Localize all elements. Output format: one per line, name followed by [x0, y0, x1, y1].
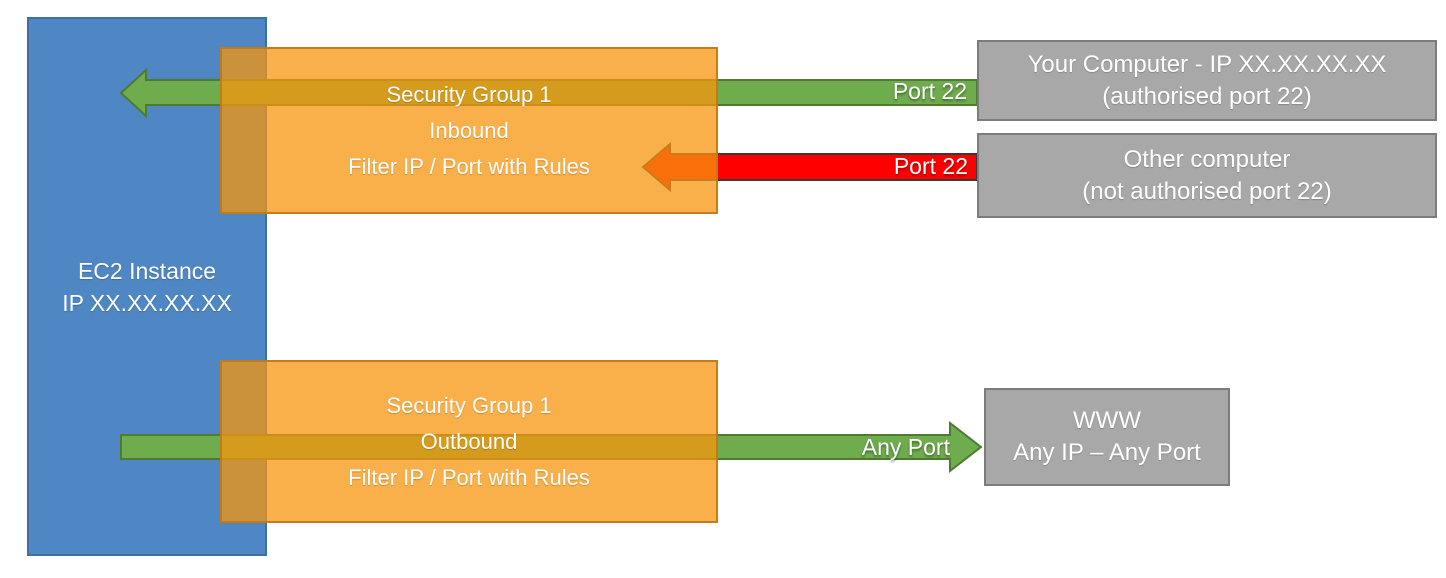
security-group-inbound-box: Security Group 1 Inbound Filter IP / Por… [220, 47, 718, 214]
sg-outbound-description: Filter IP / Port with Rules [348, 464, 590, 490]
security-group-outbound-box: Security Group 1 Outbound Filter IP / Po… [220, 360, 718, 523]
sg-inbound-description: Filter IP / Port with Rules [348, 153, 590, 179]
inbound-blocked-arrow-icon [643, 144, 977, 190]
sg-outbound-direction: Outbound [420, 428, 518, 454]
other-computer-subtitle: (not authorised port 22) [1082, 177, 1332, 205]
inbound-blocked-port-label: Port 22 [893, 153, 968, 179]
inbound-allowed-port-label: Port 22 [892, 78, 967, 104]
sg-inbound-title: Security Group 1 [386, 81, 552, 107]
www-subtitle: Any IP – Any Port [1013, 439, 1201, 466]
other-computer-title: Other computer [1123, 145, 1291, 173]
www-box: WWW Any IP – Any Port [984, 388, 1230, 486]
ec2-instance-title: EC2 Instance [77, 257, 217, 284]
other-computer-box: Other computer (not authorised port 22) [977, 133, 1437, 218]
your-computer-box: Your Computer - IP XX.XX.XX.XX (authoris… [977, 40, 1437, 121]
outbound-port-label: Any Port [861, 434, 950, 460]
your-computer-title: Your Computer - IP XX.XX.XX.XX [1027, 50, 1387, 78]
your-computer-subtitle: (authorised port 22) [1102, 82, 1312, 110]
ec2-instance-ip: IP XX.XX.XX.XX [62, 289, 232, 316]
www-title: WWW [1073, 407, 1141, 434]
sg-inbound-direction: Inbound [429, 117, 509, 143]
sg-outbound-title: Security Group 1 [386, 392, 552, 418]
